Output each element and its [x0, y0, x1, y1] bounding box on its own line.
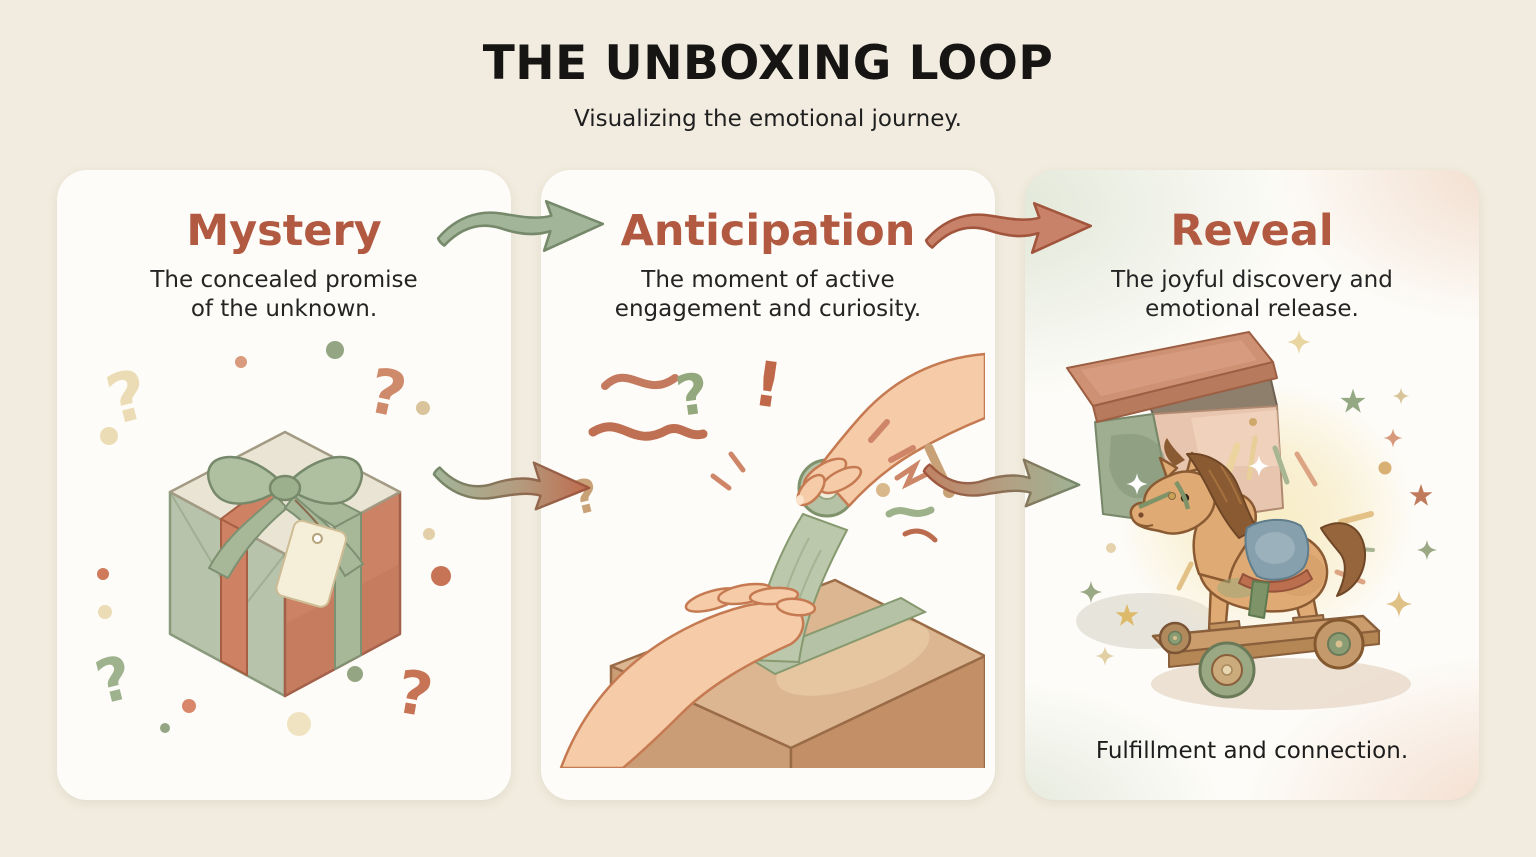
svg-text:!: !	[749, 347, 787, 423]
lower-hand	[559, 582, 817, 768]
burst-rays	[1176, 435, 1375, 591]
header: THE UNBOXING LOOP Visualizing the emotio…	[0, 0, 1536, 132]
horse-bridle	[1138, 480, 1191, 510]
svg-text:?: ?	[391, 657, 437, 732]
arrow-anticipation-to-reveal-top-icon	[924, 201, 1093, 254]
tape-peel-illustration: ? ! ?	[559, 347, 985, 768]
toy-horse	[1129, 438, 1381, 699]
gift-box-illustration: ? ? ? ?	[89, 341, 451, 736]
card-mystery-title: Mystery	[186, 206, 382, 256]
card-mystery-description: The concealed promise of the unknown.	[150, 267, 418, 322]
card-reveal-footer: Fulfillment and connection.	[1095, 738, 1409, 764]
svg-text:?: ?	[672, 361, 713, 430]
open-box-toy-horse-illustration	[1066, 330, 1438, 710]
page-title: THE UNBOXING LOOP	[482, 36, 1054, 91]
gift-tag	[275, 499, 348, 608]
wheel	[1198, 641, 1256, 699]
arrow-mystery-to-anticipation-top-icon	[436, 199, 605, 252]
horse-tail	[1320, 522, 1367, 597]
card-anticipation: Anticipation The moment of active engage…	[541, 170, 995, 800]
arrow-mystery-to-anticipation-middle-icon	[432, 461, 591, 511]
arrow-anticipation-to-reveal-middle-icon	[922, 458, 1081, 508]
svg-text:?: ?	[89, 642, 140, 718]
wheel	[1313, 618, 1365, 670]
card-reveal: Reveal The joyful discovery and emotiona…	[1025, 170, 1479, 800]
card-anticipation-description: The moment of active engagement and curi…	[614, 267, 922, 322]
card-reveal-title: Reveal	[1170, 206, 1334, 256]
shadow-wash	[1151, 658, 1411, 710]
card-mystery: Mystery The concealed promise of the unk…	[57, 170, 511, 800]
sparkles	[1079, 330, 1438, 666]
upper-hand	[796, 352, 985, 508]
wheel	[1158, 621, 1192, 655]
card-reveal-description: The joyful discovery and emotional relea…	[1111, 267, 1393, 322]
svg-text:?: ?	[362, 354, 412, 433]
gift-bow	[207, 455, 365, 580]
page-subtitle: Visualizing the emotional journey.	[573, 106, 962, 132]
card-anticipation-title: Anticipation	[620, 206, 916, 256]
